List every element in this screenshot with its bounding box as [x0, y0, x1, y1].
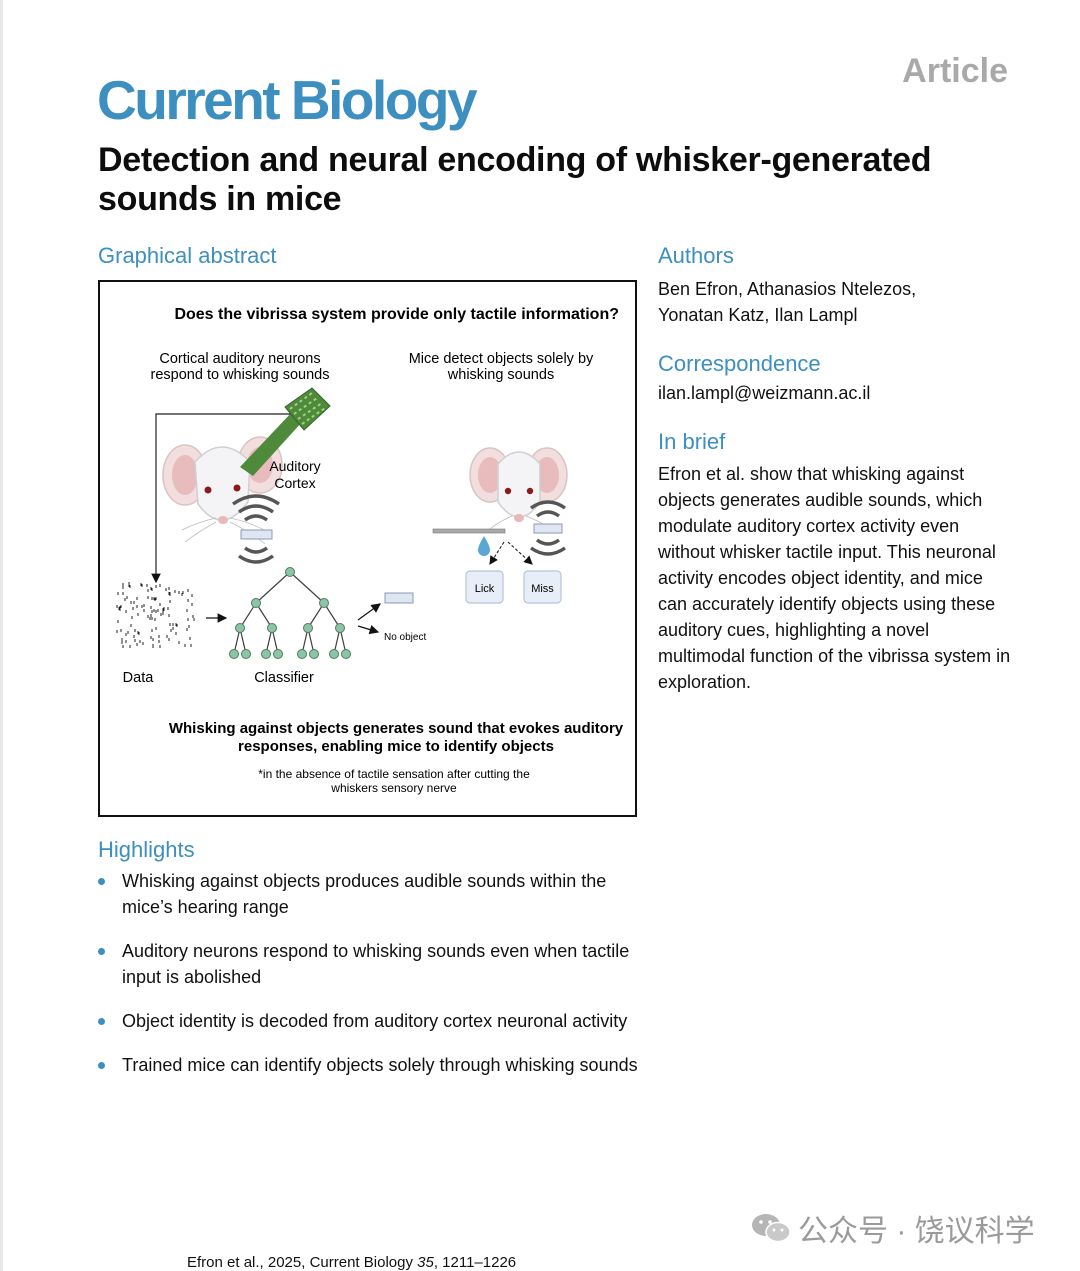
tree-node — [267, 623, 277, 633]
article-type-label: Article — [902, 52, 1008, 90]
classifier-tree-icon — [229, 567, 351, 659]
citation-pages: , 1211–1226 — [433, 1254, 517, 1271]
tree-node — [241, 649, 251, 659]
highlight-text: Object identity is decoded from auditory… — [122, 1011, 628, 1031]
classifier-output-arrow-object — [357, 603, 381, 621]
graphical-abstract-heading: Graphical abstract — [98, 243, 277, 268]
classifier-label: Classifier — [254, 670, 314, 686]
tree-node — [329, 649, 339, 659]
tree-node — [285, 567, 295, 577]
classifier-output-object-icon — [384, 592, 414, 604]
citation-volume: 35 — [417, 1254, 434, 1271]
tree-node — [297, 649, 307, 659]
arrow-to-lick — [489, 541, 505, 565]
wechat-icon — [752, 1214, 791, 1243]
classifier-output-arrow-no-object — [357, 624, 380, 635]
watermark-text: 公众号 · 饶议科学 — [798, 1215, 1035, 1248]
ga-connector-line — [151, 413, 308, 584]
lick-spout-icon — [432, 528, 506, 556]
arrow-to-miss — [507, 541, 533, 565]
highlight-item: Whisking against objects produces audibl… — [98, 868, 643, 920]
highlight-text: Whisking against objects produces audibl… — [122, 871, 607, 917]
bullet-dot-icon — [98, 878, 105, 885]
highlights-heading: Highlights — [98, 837, 195, 862]
right-mouse-illustration — [469, 447, 568, 533]
miss-box — [523, 570, 562, 604]
highlight-text: Auditory neurons respond to whisking sou… — [122, 941, 630, 987]
electrode-probe-illustration — [240, 387, 331, 476]
ga-conclusion-line1: Whisking against objects generates sound… — [169, 720, 624, 737]
ga-footnote-line1: *in the absence of tactile sensation aft… — [258, 767, 530, 781]
tree-node — [341, 649, 351, 659]
correspondence-email[interactable]: ilan.lampl@weizmann.ac.il — [658, 383, 871, 403]
lick-label: Lick — [475, 583, 495, 595]
no-object-label: No object — [384, 632, 426, 643]
journal-name: Current Biology — [97, 69, 478, 131]
tree-edge — [255, 571, 291, 604]
miss-label: Miss — [531, 583, 554, 595]
tree-node — [235, 623, 245, 633]
in-brief-text: Efron et al. show that whisking against … — [658, 464, 1011, 692]
highlights-list: Whisking against objects produces audibl… — [98, 868, 643, 1096]
page-left-edge — [0, 0, 3, 1271]
tree-node — [273, 649, 283, 659]
highlight-item: Object identity is decoded from auditory… — [98, 1008, 643, 1034]
tree-node — [303, 623, 313, 633]
tree-node — [335, 623, 345, 633]
tree-node — [251, 598, 261, 608]
tree-node — [229, 649, 239, 659]
citation-prefix: Efron et al., 2025, Current Biology — [187, 1254, 418, 1271]
citation: Efron et al., 2025, Current Biology 35, … — [187, 1254, 516, 1271]
ga-question: Does the vibrissa system provide only ta… — [174, 306, 619, 323]
bullet-dot-icon — [98, 1018, 105, 1025]
authors-heading: Authors — [658, 243, 734, 268]
data-label: Data — [123, 670, 155, 686]
ga-right-caption-line1: Mice detect objects solely by — [409, 351, 594, 367]
ga-right-caption-line2: whisking sounds — [447, 367, 554, 383]
watermark: 公众号 · 饶议科学 — [750, 1208, 1035, 1248]
highlight-item: Auditory neurons respond to whisking sou… — [98, 938, 643, 990]
ga-left-caption-line1: Cortical auditory neurons — [159, 351, 320, 367]
in-brief-heading: In brief — [658, 429, 726, 454]
ga-conclusion-line2: responses, enabling mice to identify obj… — [238, 738, 554, 755]
highlight-text: Trained mice can identify objects solely… — [122, 1055, 638, 1075]
spike-raster-plot — [116, 582, 195, 648]
correspondence-heading: Correspondence — [658, 351, 821, 376]
ga-footnote-line2: whiskers sensory nerve — [330, 781, 457, 795]
sound-waves-icon — [232, 494, 280, 564]
auditory-cortex-label-line1: Auditory — [269, 458, 320, 474]
sound-waves-icon-right — [529, 500, 567, 556]
graphical-abstract: Does the vibrissa system provide only ta… — [98, 280, 637, 817]
ga-left-caption-line2: respond to whisking sounds — [151, 367, 330, 383]
authors-names: Ben Efron, Athanasios Ntelezos, Yonatan … — [658, 279, 917, 325]
tree-node — [319, 598, 329, 608]
auditory-cortex-label-line2: Cortex — [274, 475, 315, 491]
article-title: Detection and neural encoding of whisker… — [98, 141, 932, 218]
tree-node — [261, 649, 271, 659]
tree-edge — [289, 571, 325, 604]
bullet-dot-icon — [98, 948, 105, 955]
highlight-item: Trained mice can identify objects solely… — [98, 1052, 643, 1078]
bullet-dot-icon — [98, 1062, 105, 1069]
tree-node — [309, 649, 319, 659]
lick-box — [465, 570, 504, 604]
